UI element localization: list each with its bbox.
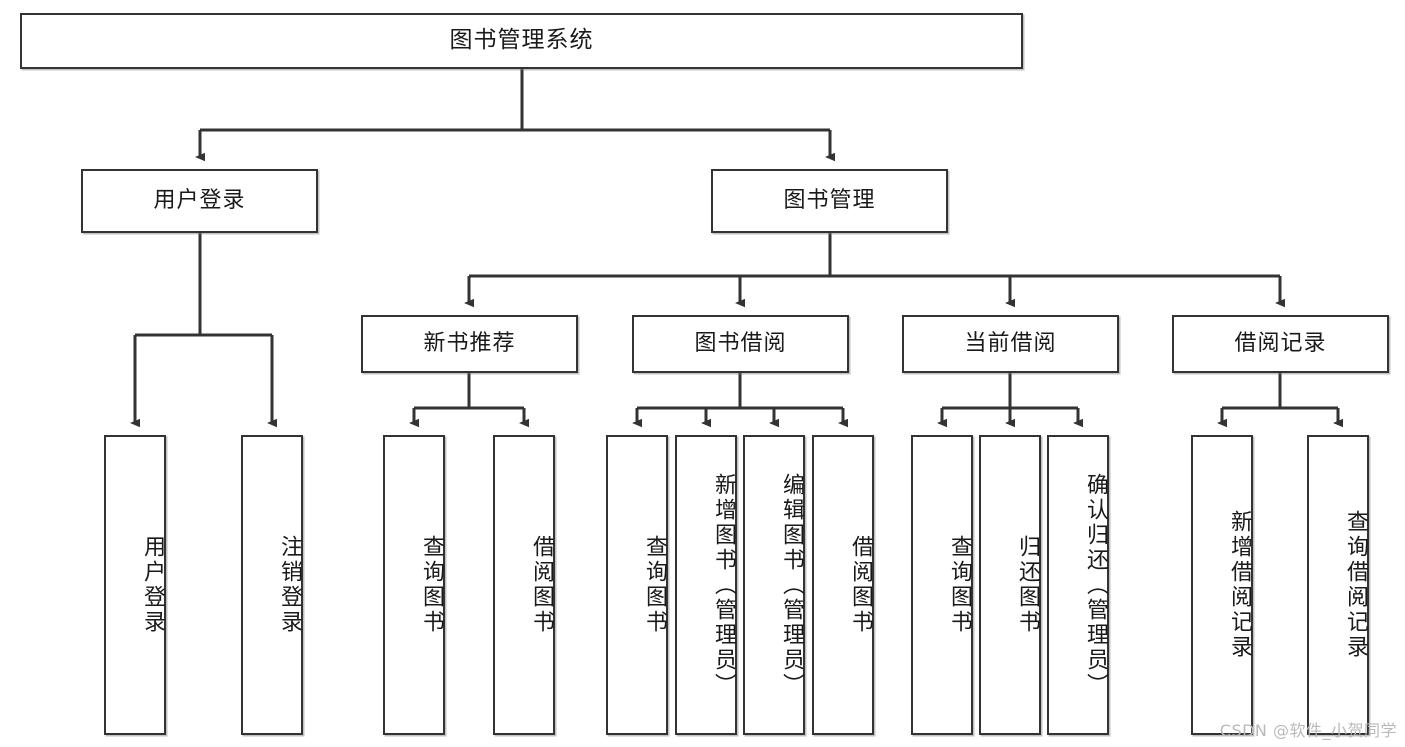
node-label: 编辑图书（管理员） xyxy=(779,472,804,698)
node-label: 归还图书 xyxy=(1015,535,1040,635)
node-leaf-query-book-recommend[interactable]: 查询图书 xyxy=(383,435,445,735)
node-leaf-edit-book-admin[interactable]: 编辑图书（管理员） xyxy=(743,435,805,735)
node-root-system[interactable]: 图书管理系统 xyxy=(20,13,1023,69)
node-label: 查询图书 xyxy=(419,535,444,635)
node-label: 确认归还（管理员） xyxy=(1083,472,1108,698)
node-leaf-return-book[interactable]: 归还图书 xyxy=(979,435,1041,735)
node-label: 图书管理系统 xyxy=(449,27,594,54)
node-label: 查询图书 xyxy=(642,535,667,635)
node-leaf-borrow-book-recommend[interactable]: 借阅图书 xyxy=(493,435,555,735)
node-borrow-record[interactable]: 借阅记录 xyxy=(1172,315,1389,373)
node-book-borrow[interactable]: 图书借阅 xyxy=(632,315,849,373)
node-label: 图书借阅 xyxy=(694,330,787,356)
node-label: 注销登录 xyxy=(277,535,302,635)
node-label: 图书管理 xyxy=(783,187,876,213)
node-label: 新增借阅记录 xyxy=(1227,510,1252,660)
node-leaf-confirm-return-admin[interactable]: 确认归还（管理员） xyxy=(1047,435,1109,735)
node-label: 当前借阅 xyxy=(964,330,1057,356)
node-leaf-logout[interactable]: 注销登录 xyxy=(241,435,303,735)
node-label: 用户登录 xyxy=(153,187,246,213)
node-leaf-add-book-admin[interactable]: 新增图书（管理员） xyxy=(675,435,737,735)
node-label: 借阅图书 xyxy=(848,535,873,635)
node-label: 新增图书（管理员） xyxy=(711,472,736,698)
node-label: 新书推荐 xyxy=(423,330,516,356)
node-leaf-query-book[interactable]: 查询图书 xyxy=(606,435,668,735)
node-leaf-query-book-current[interactable]: 查询图书 xyxy=(911,435,973,735)
node-user-login[interactable]: 用户登录 xyxy=(81,169,318,233)
node-label: 查询图书 xyxy=(947,535,972,635)
node-leaf-borrow-book[interactable]: 借阅图书 xyxy=(812,435,874,735)
node-label: 借阅图书 xyxy=(529,535,554,635)
node-leaf-query-borrow-record[interactable]: 查询借阅记录 xyxy=(1307,435,1369,735)
csdn-watermark: CSDN @软件_小贺同学 xyxy=(1219,721,1397,740)
node-current-borrow[interactable]: 当前借阅 xyxy=(902,315,1119,373)
node-leaf-add-borrow-record[interactable]: 新增借阅记录 xyxy=(1191,435,1253,735)
node-book-management[interactable]: 图书管理 xyxy=(711,169,948,233)
node-label: 用户登录 xyxy=(140,535,165,635)
node-leaf-user-login[interactable]: 用户登录 xyxy=(104,435,166,735)
node-new-book-recommend[interactable]: 新书推荐 xyxy=(361,315,578,373)
node-label: 查询借阅记录 xyxy=(1343,510,1368,660)
node-label: 借阅记录 xyxy=(1234,330,1327,356)
